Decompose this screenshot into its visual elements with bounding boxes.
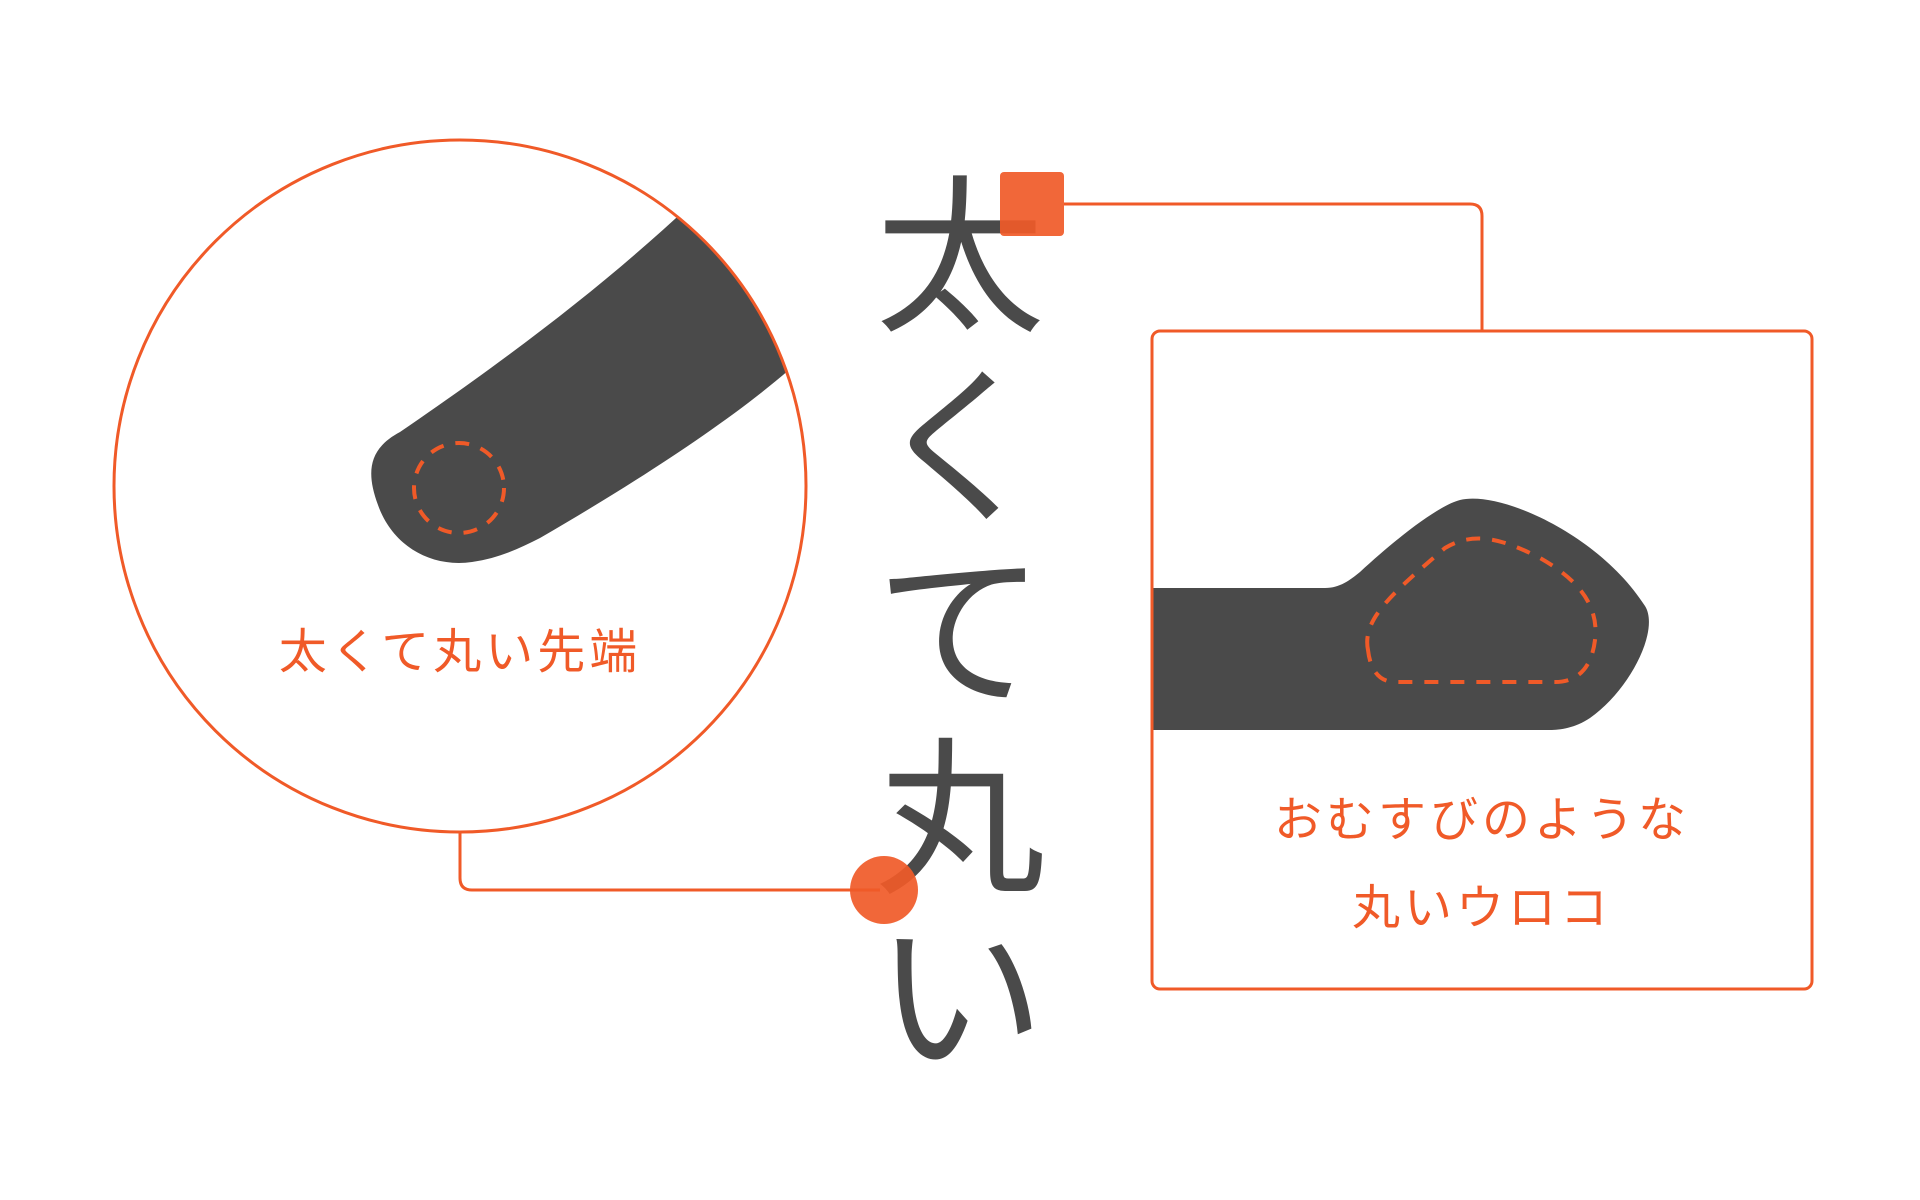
scale-marker-square xyxy=(1000,172,1064,236)
title-char-5: い xyxy=(875,901,1045,1099)
vertical-title: 太 く て 丸 い xyxy=(875,161,1045,1099)
tip-highlight-dashed-circle xyxy=(412,441,506,535)
title-char-2: く xyxy=(875,351,1045,549)
tip-marker-dot xyxy=(850,856,918,924)
left-connector-line xyxy=(458,832,880,892)
right-callout: おむすびのような 丸いウロコ xyxy=(1150,329,1814,991)
left-callout: 太くて丸い先端 xyxy=(112,138,808,834)
scale-highlight-dashed-shape xyxy=(1365,536,1598,684)
rounded-stroke-tip xyxy=(371,205,800,563)
rounded-scale-shape xyxy=(1152,498,1649,730)
right-caption-line-1: おむすびのような xyxy=(1274,792,1690,848)
title-char-3: て xyxy=(875,535,1045,733)
magnifier-box xyxy=(1150,329,1814,991)
right-caption-line-2: 丸いウロコ xyxy=(1352,880,1612,936)
left-caption: 太くて丸い先端 xyxy=(279,624,642,680)
right-connector-line xyxy=(1064,202,1484,331)
